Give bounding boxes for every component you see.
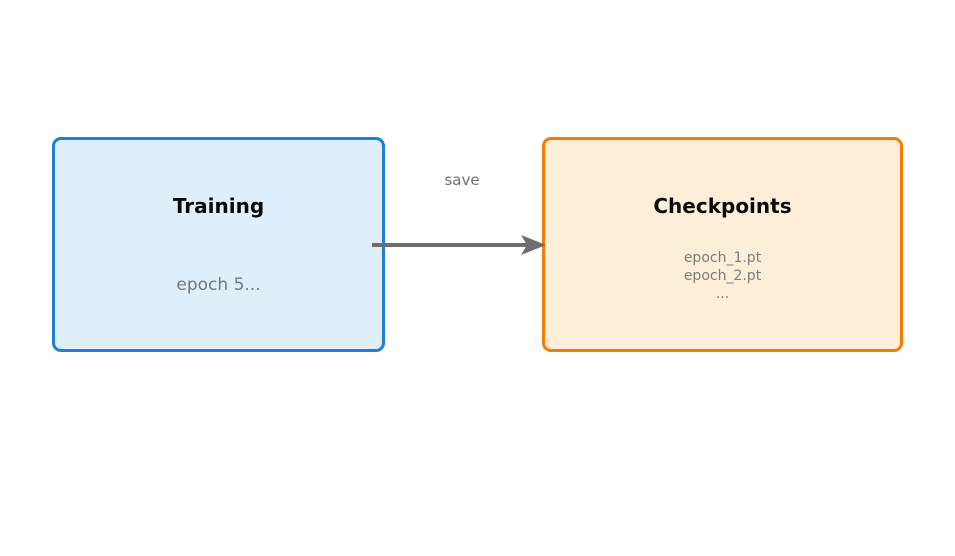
node-training-subtitle: epoch 5... [176,275,261,295]
node-training-title: Training [172,194,265,218]
checkpoint-file-item: epoch_1.pt [683,250,762,266]
node-checkpoints[interactable]: Checkpoints epoch_1.pt epoch_2.pt ... [542,137,903,352]
checkpoint-file-item: ... [715,286,730,302]
node-checkpoints-title: Checkpoints [653,194,792,218]
checkpoint-file-list: epoch_1.pt epoch_2.pt ... [545,249,900,303]
checkpoint-file-item: epoch_2.pt [683,268,762,284]
node-training[interactable]: Training epoch 5... [52,137,385,352]
edge-label-save: save [444,171,480,189]
edge-training-to-checkpoints-arrow [372,235,546,255]
